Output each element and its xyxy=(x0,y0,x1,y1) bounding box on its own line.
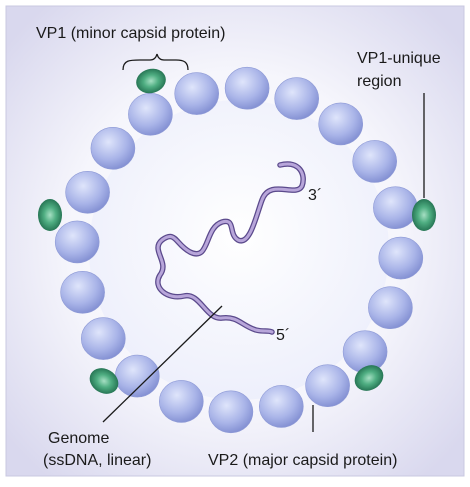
vp2-capsomer xyxy=(378,236,424,280)
vp2-capsomer xyxy=(90,127,136,170)
vp2-capsomer xyxy=(305,364,350,408)
genome-strand xyxy=(155,161,306,335)
vp1-protein xyxy=(412,199,436,231)
vp2-capsomer xyxy=(174,72,219,115)
vp1-protein xyxy=(354,365,384,391)
vp2-capsomer xyxy=(54,220,100,264)
vp2-capsomer xyxy=(65,171,110,214)
genome-label-line2: (ssDNA, linear) xyxy=(43,452,151,469)
capsid-interior xyxy=(89,100,389,400)
vp2-capsomer xyxy=(342,330,388,374)
vp2-capsomer xyxy=(368,286,413,330)
vp2-capsomer xyxy=(274,77,320,120)
vp2-capsomer xyxy=(128,93,173,136)
vp2-capsomer xyxy=(60,270,105,314)
vp1-protein xyxy=(38,199,62,231)
vp1-unique-region-label-line1: VP1-unique xyxy=(357,50,441,67)
vp2-capsomer xyxy=(224,66,270,110)
vp1-label: VP1 (minor capsid protein) xyxy=(36,25,225,42)
genome-3-prime-end-label: 3´ xyxy=(308,187,322,204)
vp2-capsomer xyxy=(81,317,126,360)
vp2-label: VP2 (major capsid protein) xyxy=(208,452,397,469)
vp2-capsomer xyxy=(159,380,204,423)
vp1-protein-group xyxy=(38,68,436,394)
vp1-protein xyxy=(136,68,166,94)
vp1-unique-region-label-line2: region xyxy=(357,73,401,90)
vp2-capsomer xyxy=(115,354,160,398)
vp2-capsomer xyxy=(373,186,418,229)
genome-pointer xyxy=(102,305,223,423)
vp2-capsomer xyxy=(208,390,254,434)
vp2-capsomer xyxy=(258,385,304,428)
vp1-protein xyxy=(89,368,119,394)
genome-label-line1: Genome xyxy=(48,430,109,447)
genome-5-prime-end-label: 5´ xyxy=(276,327,290,344)
vp1-bracket xyxy=(122,53,189,71)
vp2-capsomer-ring xyxy=(54,66,424,434)
vp2-capsomer xyxy=(318,102,364,146)
vp2-capsomer xyxy=(352,140,398,183)
pointer-lines xyxy=(102,53,425,432)
